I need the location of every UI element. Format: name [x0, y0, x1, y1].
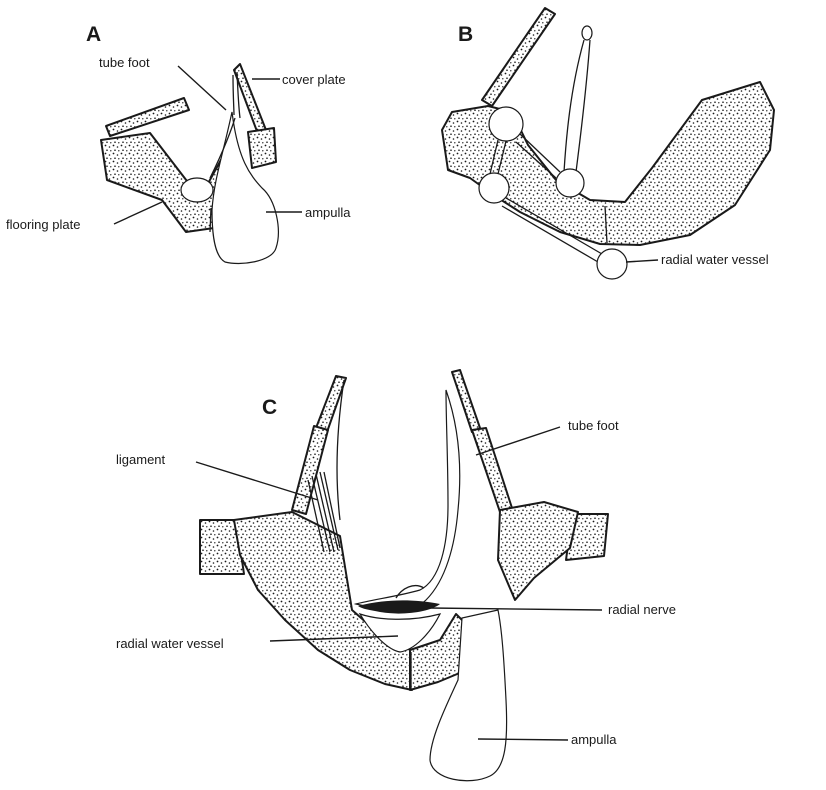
b-podium-ball-lower: [479, 173, 509, 203]
a-cover-plate-base: [248, 128, 276, 168]
b-ampulla-ball: [556, 169, 584, 197]
c-radial-nerve-label: radial nerve: [608, 602, 676, 617]
c-right-spine-upper: [452, 370, 480, 432]
c-tube-foot: [356, 390, 460, 609]
a-podium-ball: [181, 178, 213, 202]
panel-a: A tube foot cover plate ampulla flooring…: [6, 23, 351, 263]
c-right-ambulacral-plate: [498, 502, 578, 600]
b-top-knob: [582, 26, 592, 40]
b-podium-ball-upper: [489, 107, 523, 141]
a-ampulla-label: ampulla: [305, 205, 351, 220]
b-ambulacral-plate: [442, 82, 774, 245]
panel-c: C: [116, 370, 676, 781]
b-stalk-right: [576, 40, 590, 172]
c-ligament-label: ligament: [116, 452, 166, 467]
panel-b-letter: B: [458, 23, 473, 46]
c-ampulla-leader: [478, 739, 568, 740]
a-flooring-plate-leader: [114, 202, 162, 224]
b-spine: [482, 8, 555, 106]
c-ampulla: [430, 610, 507, 781]
c-tube-foot-label: tube foot: [568, 418, 619, 433]
a-tube-foot: [233, 75, 234, 115]
c-radial-nerve-leader: [430, 608, 602, 610]
a-flooring-plate-label: flooring plate: [6, 217, 80, 232]
c-ampulla-label: ampulla: [571, 732, 617, 747]
b-radial-water-vessel-leader: [626, 260, 658, 262]
a-upper-plate: [106, 98, 189, 136]
b-radial-water-vessel-label: radial water vessel: [661, 252, 769, 267]
a-tube-foot-label: tube foot: [99, 55, 150, 70]
c-left-spine-upper: [316, 376, 346, 432]
a-cover-plate-label: cover plate: [282, 72, 346, 87]
panel-a-letter: A: [86, 23, 101, 46]
b-stalk-left: [564, 40, 584, 172]
c-radial-water-vessel-label: radial water vessel: [116, 636, 224, 651]
panel-b: B radial water vessel: [442, 8, 774, 279]
panel-c-letter: C: [262, 396, 277, 419]
c-right-spine-lower: [472, 428, 512, 512]
b-radial-vessel-ball: [597, 249, 627, 279]
